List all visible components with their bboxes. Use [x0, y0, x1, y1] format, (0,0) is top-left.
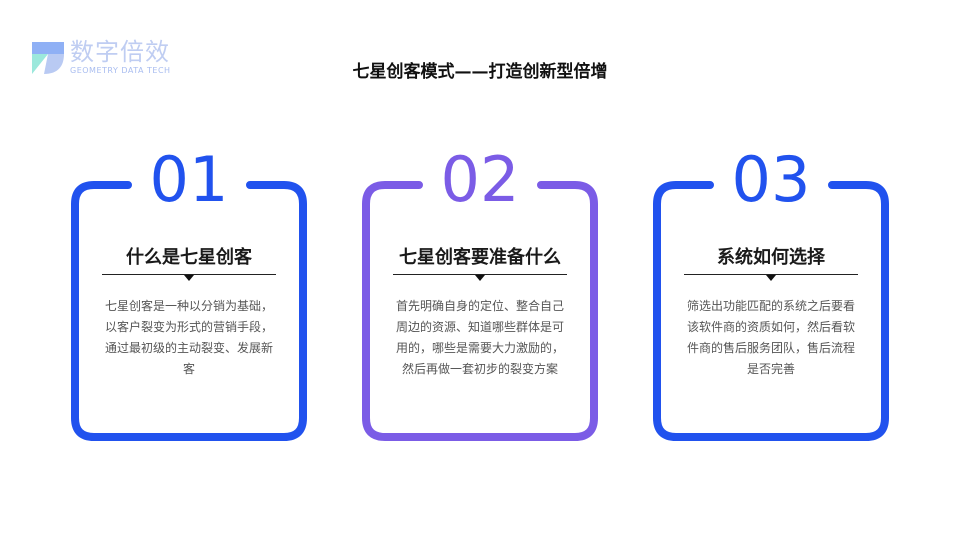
card-3-number: 03 — [731, 143, 811, 216]
card-1-body: 七星创客是一种以分销为基础，以客户裂变为形式的营销手段，通过最初级的主动裂变、发… — [104, 299, 273, 376]
card-2-divider — [393, 274, 567, 275]
card-3-frame — [653, 181, 889, 441]
card-2-number: 02 — [440, 143, 520, 216]
card-1-frame — [71, 181, 307, 441]
card-2: 02 七星创客要准备什么 首先明确自身的定位、整合自己周边的资源、知道哪些群体是… — [361, 143, 599, 442]
card-3-heading: 系统如何选择 — [717, 247, 825, 268]
card-2-frame — [362, 181, 598, 441]
card-1-pointer-icon — [184, 275, 194, 281]
brand-logo: 数字倍效 GEOMETRY DATA TECH — [30, 38, 200, 80]
logo-name-cn: 数字倍效 — [70, 38, 170, 66]
card-3: 03 系统如何选择 筛选出功能匹配的系统之后要看该软件商的资质如何，然后看软件商… — [652, 143, 890, 442]
card-2-body: 首先明确自身的定位、整合自己周边的资源、知道哪些群体是可用的，哪些是需要大力激励… — [395, 299, 564, 376]
card-1: 01 什么是七星创客 七星创客是一种以分销为基础，以客户裂变为形式的营销手段，通… — [70, 143, 308, 442]
page-title: 七星创客模式——打造创新型倍增 — [352, 62, 608, 82]
card-2-heading: 七星创客要准备什么 — [399, 247, 561, 268]
card-1-divider — [102, 274, 276, 275]
card-3-pointer-icon — [766, 275, 776, 281]
card-1-number: 01 — [149, 143, 229, 216]
card-3-body: 筛选出功能匹配的系统之后要看该软件商的资质如何，然后看软件商的售后服务团队，售后… — [686, 299, 855, 376]
logo-name-en: GEOMETRY DATA TECH — [70, 66, 171, 75]
card-3-divider — [684, 274, 858, 275]
card-1-heading: 什么是七星创客 — [126, 247, 252, 268]
card-2-pointer-icon — [475, 275, 485, 281]
logo-mark-icon — [32, 42, 64, 74]
